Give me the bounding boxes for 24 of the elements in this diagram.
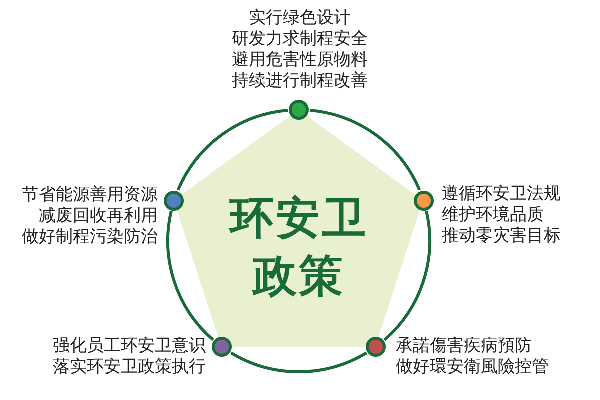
policy-text: 节省能源善用资源 <box>22 185 158 206</box>
color-dot <box>212 336 232 357</box>
circle-arc <box>166 210 214 342</box>
circle-arc <box>384 210 432 342</box>
center-title: 环安卫政策 <box>228 192 369 304</box>
policy-text: 做好環安衛風險控管 <box>396 357 549 378</box>
policy-text: 做好制程污染防治 <box>22 227 158 248</box>
policy-text: 遵循环安卫法规 <box>442 184 561 205</box>
policy-text: 落实环安卫政策执行 <box>53 357 206 378</box>
policy-text: 研发力求制程安全 <box>232 29 368 50</box>
color-dot <box>289 100 309 120</box>
policy-text: 维护环境品质 <box>442 205 544 226</box>
color-dot <box>414 190 434 211</box>
policy-text: 避用危害性原物料 <box>232 50 368 71</box>
circle-arc <box>176 108 288 191</box>
policy-text: 推动零灾害目标 <box>442 226 561 247</box>
policy-text: 实行绿色设计 <box>249 8 351 29</box>
policy-text: 持续进行制程改善 <box>232 71 368 92</box>
color-dot <box>164 190 184 211</box>
policy-text: 减废回收再利用 <box>39 206 158 227</box>
circle-arc <box>230 352 368 374</box>
policy-text: 强化员工环安卫意识 <box>53 336 206 357</box>
circle-arc <box>310 108 422 191</box>
policy-text: 承諾傷害疾病預防 <box>396 336 532 357</box>
